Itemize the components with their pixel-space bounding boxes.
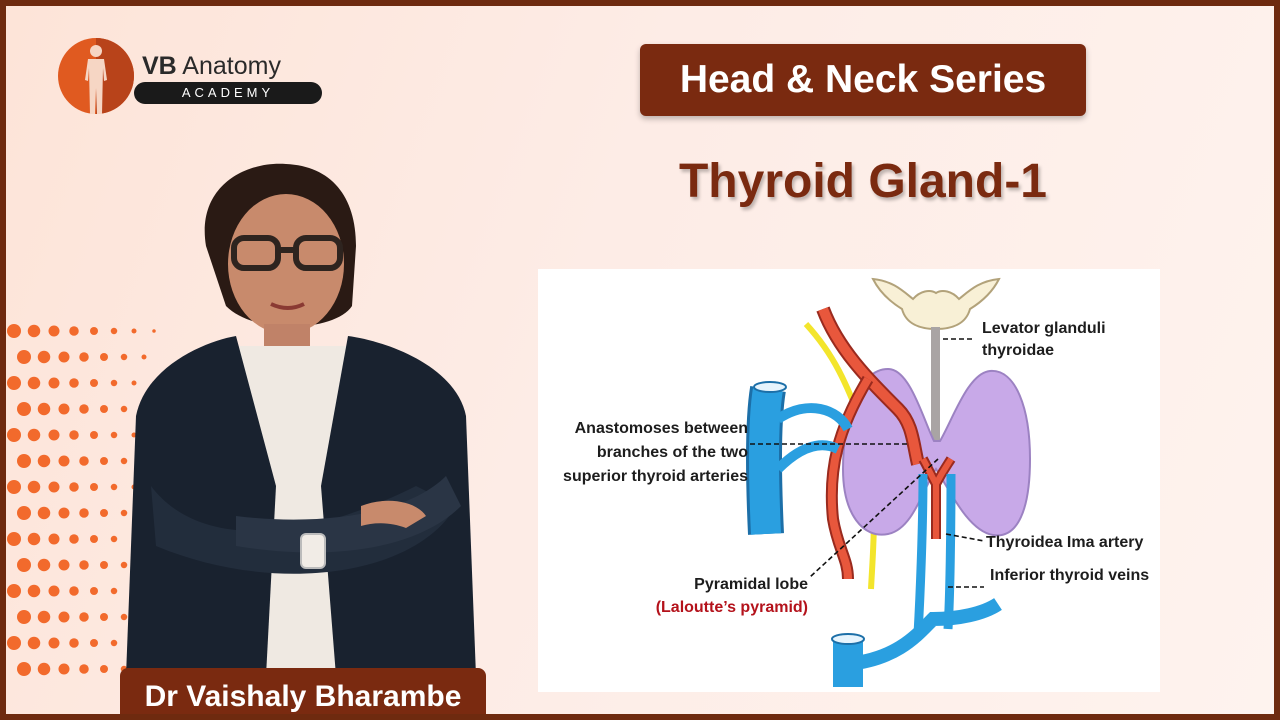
decorative-dot xyxy=(48,481,60,493)
decorative-dot xyxy=(79,560,89,570)
superior-thyroid-vein xyxy=(774,403,853,473)
decorative-dot xyxy=(7,324,21,338)
presenter-photo xyxy=(126,163,476,676)
decorative-dot xyxy=(27,584,41,598)
decorative-dot xyxy=(100,353,108,361)
decorative-dot xyxy=(37,350,51,364)
label-inferior-veins: Inferior thyroid veins xyxy=(990,567,1150,584)
decorative-dot xyxy=(69,378,79,388)
decorative-dot xyxy=(79,404,89,414)
brand-subtitle: ACADEMY xyxy=(134,82,322,104)
decorative-dot xyxy=(48,325,60,337)
decorative-dot xyxy=(37,610,51,624)
label-pyramidal-lobe: Pyramidal lobe xyxy=(694,576,808,593)
decorative-dot xyxy=(7,480,21,494)
decorative-dot xyxy=(69,482,79,492)
decorative-dot xyxy=(17,506,31,520)
decorative-dot xyxy=(79,352,89,362)
artery-branch xyxy=(827,376,872,580)
decorative-dot xyxy=(27,428,41,442)
thyroid-diagram: Levator glanduli thyroidae Anastomoses b… xyxy=(538,269,1160,692)
decorative-dot xyxy=(17,350,31,364)
decorative-dot xyxy=(79,456,89,466)
decorative-dot xyxy=(27,324,41,338)
decorative-dot xyxy=(17,454,31,468)
decorative-dot xyxy=(69,326,79,336)
decorative-dot xyxy=(100,509,108,517)
superior-thyroid-artery xyxy=(818,307,923,466)
decorative-dot xyxy=(90,431,98,439)
decorative-dot xyxy=(69,586,79,596)
decorative-dot xyxy=(90,379,98,387)
decorative-dot xyxy=(69,638,79,648)
decorative-dot xyxy=(37,662,51,676)
decorative-dot xyxy=(48,377,60,389)
human-figure-icon xyxy=(85,45,107,114)
decorative-dot xyxy=(69,430,79,440)
decorative-dot xyxy=(37,558,51,572)
decorative-dot xyxy=(27,636,41,650)
decorative-dot xyxy=(100,561,108,569)
label-thyroidea-ima: Thyroidea Ima artery xyxy=(986,534,1144,551)
decorative-dot xyxy=(7,532,21,546)
thyroid-illustration xyxy=(745,277,1032,687)
decorative-dot xyxy=(27,532,41,546)
decorative-dot xyxy=(90,327,98,335)
decorative-dot xyxy=(7,428,21,442)
brand-name: VB Anatomy xyxy=(142,52,281,80)
decorative-dot xyxy=(100,613,108,621)
thyroidea-ima-artery xyxy=(920,457,954,539)
series-banner: Head & Neck Series xyxy=(640,44,1086,116)
decorative-dot xyxy=(27,376,41,390)
decorative-dot xyxy=(7,376,21,390)
decorative-dot xyxy=(58,455,70,467)
decorative-dot xyxy=(17,558,31,572)
decorative-dot xyxy=(37,506,51,520)
decorative-dot xyxy=(37,454,51,468)
decorative-dot xyxy=(90,483,98,491)
decorative-dot xyxy=(90,639,98,647)
decorative-dot xyxy=(58,559,70,571)
decorative-dot xyxy=(79,612,89,622)
decorative-dot xyxy=(58,403,70,415)
label-levator-2: thyroidae xyxy=(982,342,1055,359)
label-anastomoses-3: superior thyroid arteries xyxy=(563,468,748,485)
decorative-dot xyxy=(58,351,70,363)
decorative-dot xyxy=(17,402,31,416)
leader-lines xyxy=(750,338,985,588)
decorative-dot xyxy=(48,533,60,545)
brachiocephalic-vein xyxy=(847,597,1002,671)
label-anastomoses-2: branches of the two xyxy=(596,444,748,461)
internal-jugular-vein xyxy=(748,386,783,535)
label-levator-1: Levator glanduli xyxy=(982,320,1106,337)
decorative-dot xyxy=(69,534,79,544)
hyoid-bone xyxy=(871,277,1001,331)
decorative-dot xyxy=(48,429,60,441)
decorative-dot xyxy=(37,402,51,416)
decorative-dot xyxy=(90,535,98,543)
decorative-dot xyxy=(17,610,31,624)
decorative-dot xyxy=(48,585,60,597)
label-lalouette: (Laloutte’s pyramid) xyxy=(655,599,808,616)
decorative-dot xyxy=(7,636,21,650)
decorative-dot xyxy=(90,587,98,595)
brand-logo: VB Anatomy ACADEMY xyxy=(58,38,322,118)
decorative-dot xyxy=(58,611,70,623)
decorative-dot xyxy=(100,405,108,413)
decorative-dot xyxy=(100,665,108,673)
decorative-dot xyxy=(79,508,89,518)
levator-band xyxy=(931,327,940,447)
decorative-dot xyxy=(58,507,70,519)
page-title: Thyroid Gland-1 xyxy=(678,155,1047,208)
decorative-dot xyxy=(48,637,60,649)
decorative-dot xyxy=(79,664,89,674)
decorative-dot xyxy=(17,662,31,676)
decorative-dot xyxy=(27,480,41,494)
presenter-name: Dr Vaishaly Bharambe xyxy=(120,668,486,714)
decorative-dot xyxy=(7,584,21,598)
decorative-dot xyxy=(58,663,70,675)
label-anastomoses-1: Anastomoses between xyxy=(574,420,748,437)
decorative-dot xyxy=(100,457,108,465)
